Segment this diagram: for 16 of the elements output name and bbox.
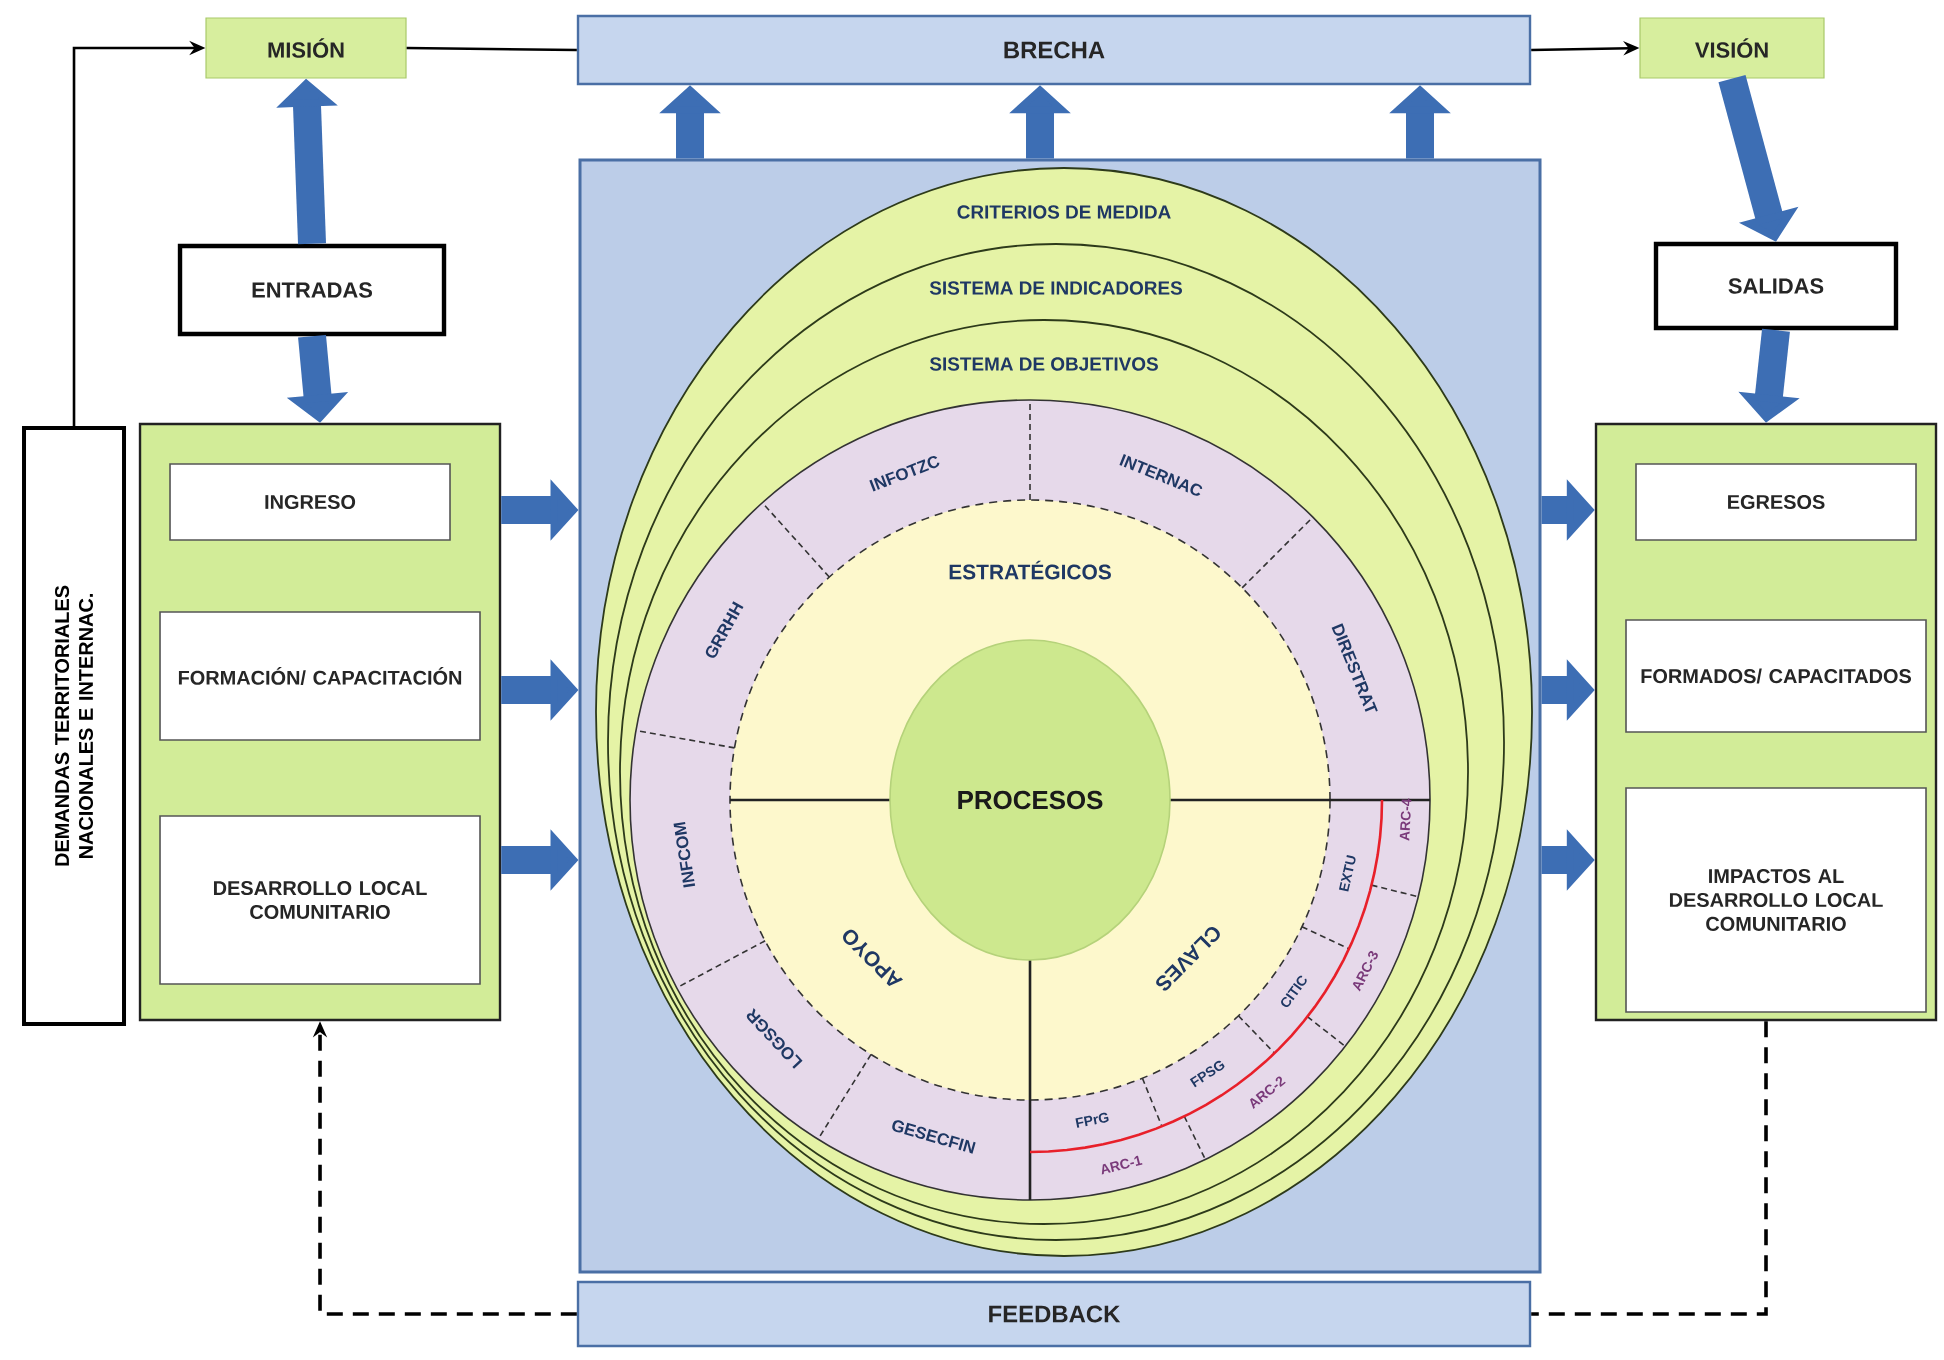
label-box: IMPACTOS AL DESARROLLO LOCAL COMUNITARIO	[1625, 787, 1927, 1013]
label-box: EGRESOS	[1635, 463, 1917, 541]
title-bar: BRECHA	[576, 14, 1532, 86]
title-box: MISIÓN	[205, 17, 407, 79]
label-box: FORMADOS/ CAPACITADOS	[1625, 619, 1927, 733]
segment-label: INFCOM	[673, 821, 696, 888]
title-bar: FEEDBACK	[576, 1280, 1532, 1348]
label-box: DESARROLLO LOCAL COMUNITARIO	[159, 815, 481, 985]
label-box: FORMACIÓN/ CAPACITACIÓN	[159, 611, 481, 741]
label-box: SALIDAS	[1653, 241, 1899, 331]
label-box: DEMANDAS TERRITORIALES NACIONALES E INTERNAC.	[22, 426, 126, 1026]
label-box: ENTRADAS	[177, 243, 447, 337]
title-box: VISIÓN	[1639, 17, 1825, 79]
sector-label: ESTRATÉGICOS	[949, 560, 1111, 580]
label-box: INGRESO	[169, 463, 451, 541]
connector-line	[406, 46, 577, 52]
